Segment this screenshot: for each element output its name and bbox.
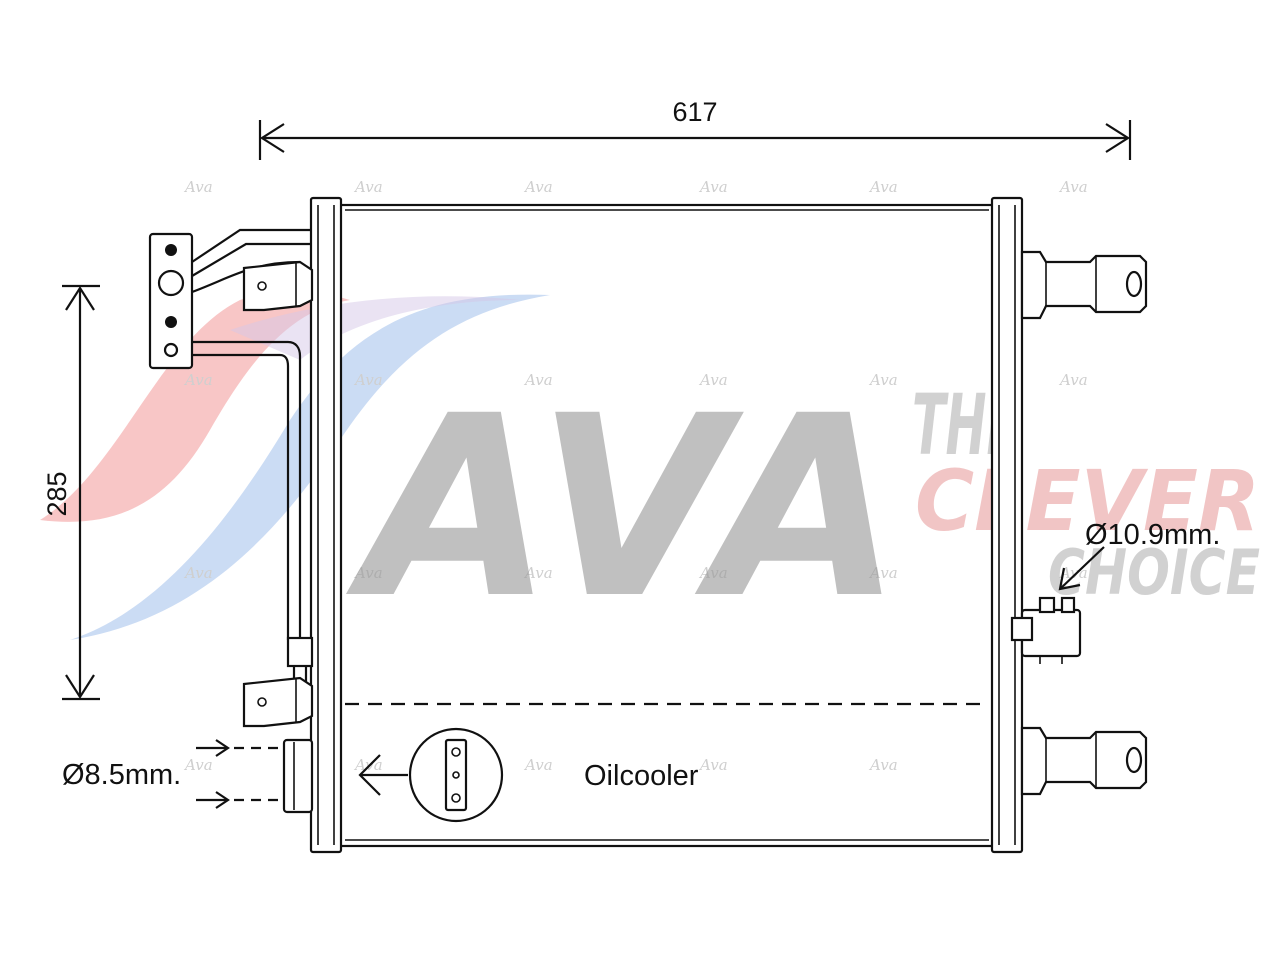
tagline-choice: CHOICE bbox=[1048, 536, 1260, 609]
brand-logo-text: AVA bbox=[345, 362, 902, 653]
watermark-mark: Ava bbox=[868, 371, 898, 389]
mounting-bracket-top-right bbox=[1020, 250, 1148, 320]
watermark-mark: Ava bbox=[868, 178, 898, 196]
watermark-mark: Ava bbox=[1058, 178, 1088, 196]
mounting-bracket-bottom-left bbox=[242, 676, 314, 728]
watermark-mark: Ava bbox=[183, 371, 213, 389]
width-dimension: 617 bbox=[258, 97, 1132, 160]
connector-detail-icon bbox=[408, 727, 504, 823]
watermark-mark: Ava bbox=[353, 371, 383, 389]
watermark-mark: Ava bbox=[353, 564, 383, 582]
watermark-mark: Ava bbox=[183, 564, 213, 582]
double-arrow-icon bbox=[65, 285, 95, 700]
watermark-mark: Ava bbox=[698, 564, 728, 582]
watermark-mark: Ava bbox=[523, 178, 553, 196]
watermark-mark: Ava bbox=[183, 756, 213, 774]
inlet-diameter-label: Ø8.5mm. bbox=[62, 759, 181, 791]
arrow-left-icon bbox=[358, 754, 408, 796]
watermark-mark: Ava bbox=[698, 371, 728, 389]
watermark-mark: Ava bbox=[1058, 371, 1088, 389]
watermark-mark: Ava bbox=[523, 371, 553, 389]
watermark-mark: Ava bbox=[523, 564, 553, 582]
double-arrow-icon bbox=[259, 123, 1131, 153]
height-value: 285 bbox=[42, 471, 72, 516]
watermark-mark: Ava bbox=[353, 756, 383, 774]
watermark-mark: Ava bbox=[868, 756, 898, 774]
arrow-right-icon bbox=[196, 739, 284, 757]
watermark-mark: Ava bbox=[868, 564, 898, 582]
pipe-assembly bbox=[191, 228, 314, 690]
inlet-callout: Ø8.5mm. bbox=[62, 739, 284, 809]
watermark-mark: Ava bbox=[353, 178, 383, 196]
watermark-mark: Ava bbox=[523, 756, 553, 774]
right-header-tank bbox=[990, 196, 1024, 854]
fitting-block bbox=[148, 232, 194, 370]
mounting-bracket-top-left bbox=[242, 260, 314, 312]
outlet-connector bbox=[1010, 596, 1082, 664]
tagline-clever: CLEVER bbox=[915, 452, 1260, 550]
oilcooler-label: Oilcooler bbox=[584, 760, 699, 792]
left-header-tank bbox=[309, 196, 343, 854]
watermark-mark: Ava bbox=[183, 178, 213, 196]
mounting-bracket-bottom-right bbox=[1020, 726, 1148, 796]
outlet-diameter-label: Ø10.9mm. bbox=[1085, 519, 1220, 551]
watermark-mark: Ava bbox=[698, 756, 728, 774]
watermark-mark: Ava bbox=[698, 178, 728, 196]
width-value: 617 bbox=[672, 97, 717, 127]
oilcooler-port bbox=[282, 738, 314, 814]
arrow-right-icon bbox=[196, 791, 284, 809]
outlet-callout: Ø10.9mm. bbox=[1058, 519, 1220, 591]
height-dimension: 285 bbox=[42, 284, 100, 701]
